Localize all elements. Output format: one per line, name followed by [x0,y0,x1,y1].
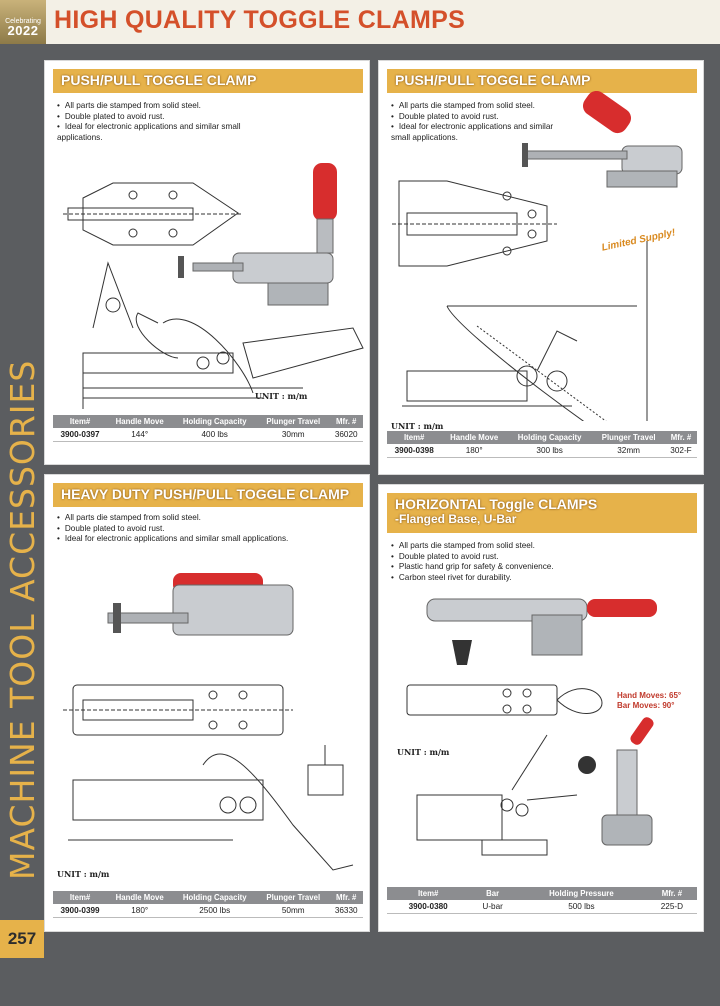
product-card-3900-0398: PUSH/PULL TOGGLE CLAMP All parts die sta… [378,60,704,475]
table-cell: 180° [441,444,507,458]
feature-list: All parts die stamped from solid steel. … [391,541,691,583]
table-row: 3900-0399 180° 2500 lbs 50mm 36330 [53,904,363,918]
product-drawing [63,573,354,871]
table-cell: 300 lbs [506,444,593,458]
badge-text: Celebrating [5,18,41,25]
column-header: Holding Capacity [172,415,258,428]
column-header: Holding Pressure [516,887,647,900]
table-cell: 32mm [592,444,665,458]
table-row: 3900-0397 144° 400 lbs 30mm 36020 [53,428,363,442]
table-cell: 144° [107,428,173,442]
column-header: Holding Capacity [506,431,593,444]
table-cell: 400 lbs [172,428,258,442]
table-cell: 36020 [329,428,363,442]
column-header: Item# [387,431,442,444]
feature-item: Double plated to avoid rust. [57,112,257,123]
card-title: PUSH/PULL TOGGLE CLAMP [53,69,363,93]
spec-table: Item# Handle Move Holding Capacity Plung… [53,415,363,442]
item-number: 3900-0399 [53,904,108,918]
feature-item: Plastic hand grip for safety & convenien… [391,562,691,573]
feature-item: All parts die stamped from solid steel. [57,101,257,112]
table-cell: 180° [107,904,173,918]
column-header: Mfr. # [329,415,363,428]
unit-label: UNIT : m/m [391,421,444,431]
product-drawing [406,598,657,856]
feature-item: Double plated to avoid rust. [391,112,571,123]
column-header: Holding Capacity [172,891,258,904]
unit-label: UNIT : m/m [57,869,110,879]
feature-list: All parts die stamped from solid steel. … [391,101,571,143]
hand-moves: Hand Moves: 65° [617,691,682,700]
column-header: Mfr. # [664,431,697,444]
page-number: 257 [0,920,44,958]
feature-item: Double plated to avoid rust. [57,524,357,535]
feature-list: All parts die stamped from solid steel. … [57,101,257,143]
page-header: Celebrating 2022 HIGH QUALITY TOGGLE CLA… [0,0,720,44]
column-header: Mfr. # [329,891,363,904]
card-title: PUSH/PULL TOGGLE CLAMP [387,69,697,93]
item-number: 3900-0398 [387,444,442,458]
product-card-3900-0397: PUSH/PULL TOGGLE CLAMP All parts die sta… [44,60,370,465]
item-number: 3900-0380 [387,900,470,914]
feature-list: All parts die stamped from solid steel. … [57,513,357,545]
product-drawing [63,163,364,409]
feature-item: Carbon steel rivet for durability. [391,573,691,584]
table-cell: 2500 lbs [172,904,258,918]
page-title: HIGH QUALITY TOGGLE CLAMPS [54,6,466,34]
product-drawing [392,91,683,421]
table-row: 3900-0398 180° 300 lbs 32mm 302-F [387,444,697,458]
table-cell: 30mm [257,428,330,442]
column-header: Mfr. # [646,887,697,900]
feature-item: All parts die stamped from solid steel. [391,541,691,552]
card-title: HORIZONTAL Toggle CLAMPS [395,496,598,512]
table-cell: 500 lbs [516,900,647,914]
feature-item: Double plated to avoid rust. [391,552,691,563]
table-cell: 36330 [329,904,363,918]
table-row: 3900-0380 U-bar 500 lbs 225-D [387,900,697,914]
anniversary-badge: Celebrating 2022 [0,0,46,44]
motion-specs: Hand Moves: 65° Bar Moves: 90° [617,691,681,711]
unit-label: UNIT : m/m [397,747,450,757]
column-header: Handle Move [107,891,173,904]
item-number: 3900-0397 [53,428,108,442]
category-label: MACHINE TOOL ACCESSORIES [3,359,42,880]
product-card-3900-0380: HORIZONTAL Toggle CLAMPS -Flanged Base, … [378,484,704,932]
spec-table: Item# Bar Holding Pressure Mfr. # 3900-0… [387,887,697,914]
column-header: Bar [469,887,517,900]
column-header: Handle Move [441,431,507,444]
table-cell: 225-D [646,900,697,914]
spec-table: Item# Handle Move Holding Capacity Plung… [53,891,363,918]
product-card-3900-0399: HEAVY DUTY PUSH/PULL TOGGLE CLAMP All pa… [44,474,370,932]
feature-item: All parts die stamped from solid steel. [391,101,571,112]
unit-label: UNIT : m/m [255,391,308,401]
table-cell: U-bar [469,900,517,914]
card-title-block: HORIZONTAL Toggle CLAMPS -Flanged Base, … [387,493,697,533]
badge-year: 2022 [7,23,39,38]
column-header: Plunger Travel [592,431,665,444]
column-header: Item# [387,887,470,900]
card-title: HEAVY DUTY PUSH/PULL TOGGLE CLAMP [53,483,363,507]
feature-item: All parts die stamped from solid steel. [57,513,357,524]
feature-item: Ideal for electronic applications and si… [391,122,571,143]
column-header: Plunger Travel [257,891,330,904]
table-cell: 50mm [257,904,330,918]
table-cell: 302-F [664,444,697,458]
feature-item: Ideal for electronic applications and si… [57,122,257,143]
bar-moves: Bar Moves: 90° [617,701,675,710]
column-header: Handle Move [107,415,173,428]
card-subtitle: -Flanged Base, U-Bar [395,512,517,526]
column-header: Item# [53,891,108,904]
column-header: Item# [53,415,108,428]
feature-item: Ideal for electronic applications and si… [57,534,357,545]
column-header: Plunger Travel [257,415,330,428]
spec-table: Item# Handle Move Holding Capacity Plung… [387,431,697,458]
